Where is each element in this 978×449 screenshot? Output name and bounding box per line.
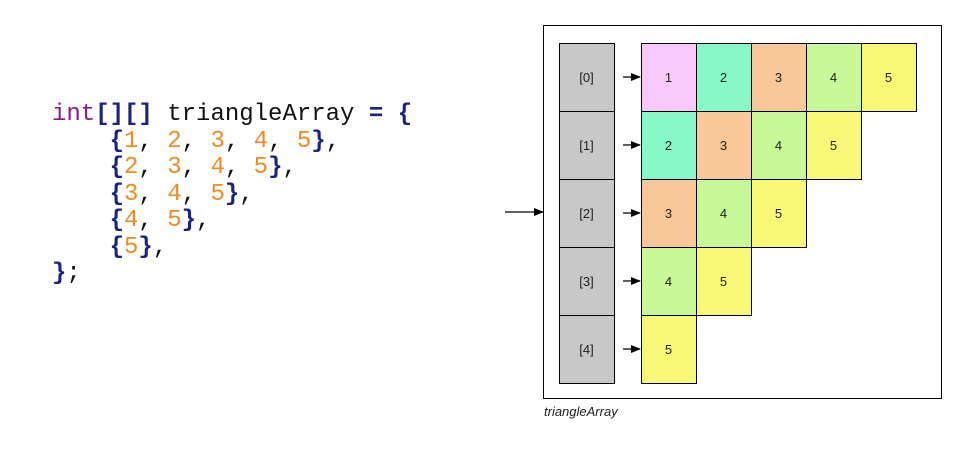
diagram-caption: triangleArray (544, 404, 618, 419)
code-token: 4 (253, 127, 269, 155)
code-token: { (109, 127, 125, 155)
code-token: ; (66, 260, 81, 287)
code-token: , (181, 127, 211, 155)
code-token: } (52, 260, 67, 287)
value-label: 4 (720, 206, 727, 221)
index-cell (559, 111, 615, 180)
code-token: { (109, 233, 125, 261)
code-line: {1, 2, 3, 4, 5}, (52, 127, 412, 156)
value-label: 4 (775, 138, 782, 153)
code-token: 4 (124, 207, 139, 234)
code-token: 3 (124, 180, 139, 208)
code-token: triangleArray (152, 101, 369, 128)
index-label: [1] (579, 138, 593, 153)
code-token: , (239, 180, 254, 208)
code-token: 5 (124, 233, 139, 261)
code-token: } (268, 154, 283, 181)
code-token: , (224, 154, 254, 181)
value-label: 2 (665, 138, 672, 153)
value-label: 5 (885, 70, 892, 85)
value-cell (696, 179, 752, 248)
value-cell (641, 315, 697, 384)
code-line: {2, 3, 4, 5}, (52, 154, 412, 182)
value-cell (751, 179, 807, 248)
value-label: 5 (720, 274, 727, 289)
value-cell (861, 43, 917, 112)
code-snippet: int[][] triangleArray = { {1, 2, 3, 4, 5… (52, 101, 413, 288)
code-token: } (181, 207, 197, 234)
code-token: 3 (167, 154, 182, 181)
code-token: 2 (124, 154, 139, 181)
code-token: , (181, 180, 211, 208)
value-label: 4 (830, 70, 837, 85)
code-token: , (138, 127, 168, 155)
code-line: }; (52, 260, 412, 288)
code-token: = (368, 101, 384, 128)
code-token: 2 (167, 127, 182, 155)
code-token: } (138, 233, 153, 261)
code-token: } (224, 180, 240, 208)
value-cell (696, 111, 752, 180)
code-token: } (311, 127, 326, 155)
code-token: int (52, 101, 96, 128)
code-line: {3, 4, 5}, (52, 180, 412, 209)
index-cell (559, 247, 615, 316)
code-token: , (268, 127, 297, 155)
code-token: { (109, 154, 125, 181)
value-label: 3 (720, 138, 727, 153)
value-cell (696, 247, 752, 316)
code-token: 4 (210, 154, 225, 181)
code-token: 5 (253, 154, 269, 181)
code-line: {5}, (52, 233, 412, 262)
code-token: { (109, 180, 125, 208)
code-token: , (196, 207, 211, 234)
code-token: , (138, 207, 168, 234)
code-token: [][] (95, 101, 153, 128)
value-label: 2 (720, 70, 727, 85)
value-cell (696, 43, 752, 112)
value-label: 5 (775, 206, 782, 221)
index-cell (559, 315, 615, 384)
value-label: 5 (665, 342, 672, 357)
code-token: , (138, 154, 168, 181)
code-token: { (109, 207, 125, 234)
code-token: , (224, 127, 254, 155)
code-token: , (325, 127, 341, 155)
code-token: 3 (210, 127, 225, 155)
value-label: 5 (830, 138, 837, 153)
index-label: [2] (579, 206, 593, 221)
code-token: , (181, 154, 211, 181)
code-token: 5 (210, 180, 225, 208)
code-line: int[][] triangleArray = { (52, 101, 413, 129)
value-label: 4 (665, 274, 672, 289)
index-label: [4] (579, 342, 593, 357)
code-token: , (152, 233, 168, 261)
index-label: [3] (579, 274, 593, 289)
code-token: { (397, 101, 413, 128)
index-cell (559, 43, 615, 112)
value-cell (641, 179, 697, 248)
value-cell (806, 111, 862, 180)
code-token: , (138, 180, 168, 208)
code-token: 1 (124, 127, 139, 155)
value-cell (806, 43, 862, 112)
index-label: [0] (579, 70, 593, 85)
code-line: {4, 5}, (52, 207, 412, 235)
value-label: 3 (665, 206, 672, 221)
code-token: , (282, 154, 297, 181)
value-label: 1 (665, 70, 672, 85)
code-token: 5 (296, 127, 312, 155)
code-token: 4 (167, 180, 182, 208)
value-cell (641, 111, 697, 180)
code-token: 5 (167, 207, 182, 234)
value-label: 3 (775, 70, 782, 85)
